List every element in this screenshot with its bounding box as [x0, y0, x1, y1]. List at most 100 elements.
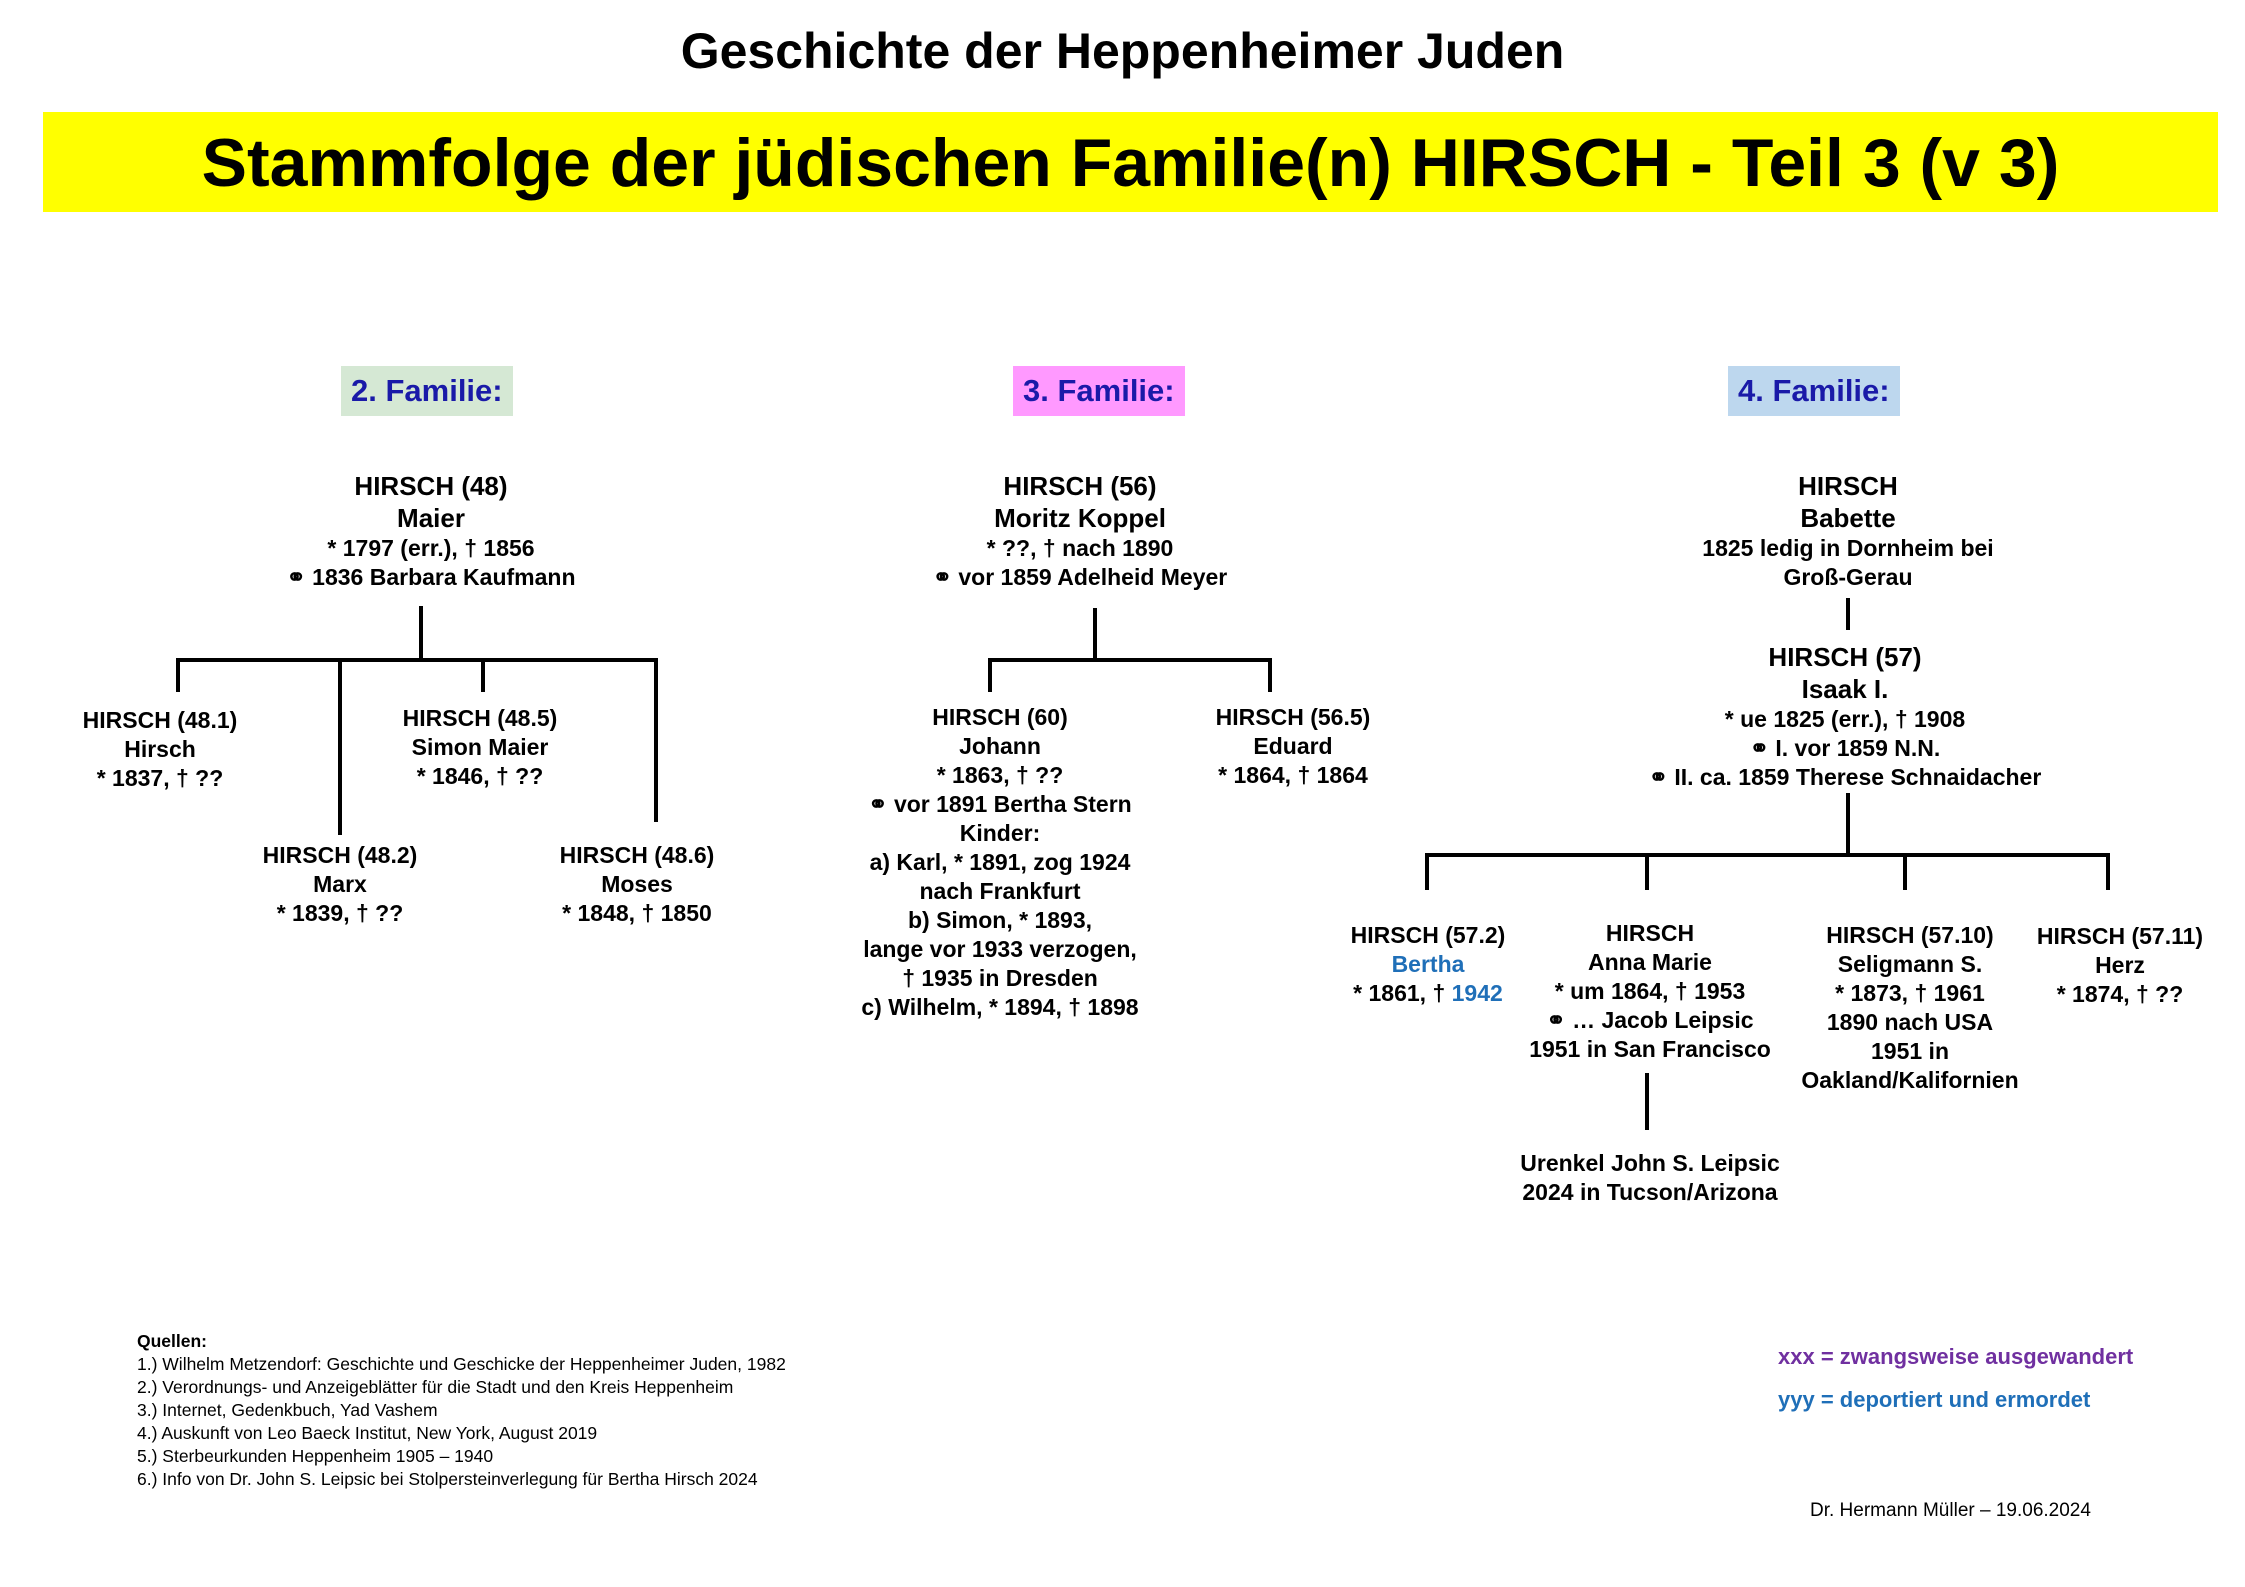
person-name: Simon Maier	[411, 734, 549, 760]
person-marriage: ⚭ II. ca. 1859 Therese Schnaidacher	[1648, 764, 2042, 790]
source-item: 4.) Auskunft von Leo Baeck Institut, New…	[137, 1423, 598, 1443]
family-label-4: 4. Familie:	[1728, 366, 1900, 416]
person-marriage: ⚭ 1836 Barbara Kaufmann	[286, 564, 576, 590]
person-dates: * ??, † nach 1890	[986, 535, 1174, 561]
person-header: HIRSCH (48.1)	[82, 707, 238, 733]
dates-prefix: * 1861, †	[1353, 980, 1452, 1006]
family-label-text: 2. Familie:	[351, 373, 503, 408]
person-node-48-1: HIRSCH (48.1) Hirsch * 1837, † ??	[40, 706, 280, 793]
family-label-3: 3. Familie:	[1013, 366, 1185, 416]
person-node-48-2: HIRSCH (48.2) Marx * 1839, † ??	[220, 841, 460, 928]
source-item: 2.) Verordnungs- und Anzeigeblätter für …	[137, 1377, 734, 1397]
person-dates: * 1797 (err.), † 1856	[327, 535, 535, 561]
child-entry: † 1935 in Dresden	[902, 965, 1098, 991]
source-item: 1.) Wilhelm Metzendorf: Geschichte und G…	[137, 1354, 786, 1374]
person-node-57-2: HIRSCH (57.2) Bertha * 1861, † 1942	[1318, 921, 1538, 1008]
person-dates: * 1861, † 1942	[1318, 979, 1538, 1008]
person-header: HIRSCH (60)	[932, 704, 1068, 730]
title-banner: Stammfolge der jüdischen Familie(n) HIRS…	[43, 112, 2218, 212]
source-item: 6.) Info von Dr. John S. Leipsic bei Sto…	[137, 1469, 758, 1489]
person-node-56: HIRSCH (56) Moritz Koppel * ??, † nach 1…	[880, 470, 1280, 592]
source-item: 5.) Sterbeurkunden Heppenheim 1905 – 194…	[137, 1446, 494, 1466]
person-note: 1951 in	[1871, 1038, 1949, 1064]
person-name: Johann	[959, 733, 1041, 759]
person-marriage: ⚭ I. vor 1859 N.N.	[1749, 735, 1941, 761]
person-dates: * ue 1825 (err.), † 1908	[1724, 706, 1966, 732]
person-header: HIRSCH (48.2)	[262, 842, 418, 868]
person-marriage: ⚭ … Jacob Leipsic	[1546, 1007, 1754, 1033]
person-node-56-5: HIRSCH (56.5) Eduard * 1864, † 1864	[1173, 703, 1413, 790]
child-entry: nach Frankfurt	[919, 878, 1081, 904]
person-name: Herz	[2095, 952, 2145, 978]
legend-deported: yyy = deportiert und ermordet	[1778, 1387, 2091, 1412]
person-header: HIRSCH (56.5)	[1215, 704, 1371, 730]
person-header: HIRSCH (57.10)	[1826, 922, 1994, 948]
person-dates: * 1846, † ??	[416, 763, 544, 789]
author-credit: Dr. Hermann Müller – 19.06.2024	[1810, 1500, 2091, 1521]
person-marriage: ⚭ vor 1891 Bertha Stern	[868, 791, 1132, 817]
person-note: 1951 in San Francisco	[1529, 1036, 1771, 1062]
person-name: Moritz Koppel	[994, 503, 1166, 533]
person-name: Hirsch	[124, 736, 196, 762]
person-header: HIRSCH	[1605, 920, 1695, 946]
children-heading: Kinder:	[959, 820, 1041, 846]
person-name: Bertha	[1391, 951, 1465, 977]
legend-emigrated: xxx = zwangsweise ausgewandert	[1778, 1344, 2134, 1369]
person-node-48: HIRSCH (48) Maier * 1797 (err.), † 1856 …	[221, 470, 641, 592]
person-node-48-5: HIRSCH (48.5) Simon Maier * 1846, † ??	[360, 704, 600, 791]
person-name: Babette	[1800, 503, 1896, 533]
person-node-60: HIRSCH (60) Johann * 1863, † ?? ⚭ vor 18…	[820, 703, 1180, 1022]
person-dates: * 1863, † ??	[936, 762, 1064, 788]
person-node-57: HIRSCH (57) Isaak I. * ue 1825 (err.), †…	[1605, 641, 2085, 792]
sources-list: Quellen: 1.) Wilhelm Metzendorf: Geschic…	[137, 1330, 786, 1491]
person-dates: * 1837, † ??	[96, 765, 224, 791]
child-entry: c) Wilhelm, * 1894, † 1898	[861, 994, 1139, 1020]
child-entry: b) Simon, * 1893,	[907, 907, 1093, 933]
person-node-57-11: HIRSCH (57.11) Herz * 1874, † ??	[2010, 922, 2230, 1009]
person-header: HIRSCH (57)	[1768, 642, 1922, 672]
person-name: Moses	[601, 871, 673, 897]
person-header: HIRSCH (48.5)	[402, 705, 558, 731]
person-name: Isaak I.	[1801, 674, 1889, 704]
person-dates: * 1839, † ??	[276, 900, 404, 926]
person-note: Urenkel John S. Leipsic	[1520, 1150, 1780, 1176]
person-header: HIRSCH	[1798, 471, 1898, 501]
source-item: 3.) Internet, Gedenkbuch, Yad Vashem	[137, 1400, 438, 1420]
person-dates: * um 1864, † 1953	[1554, 978, 1746, 1004]
sources-heading: Quellen:	[137, 1331, 208, 1351]
child-entry: lange vor 1933 verzogen,	[863, 936, 1137, 962]
person-note: 1890 nach USA	[1826, 1009, 1994, 1035]
person-note: 2024 in Tucson/Arizona	[1522, 1179, 1778, 1205]
person-node-great-grandson: Urenkel John S. Leipsic 2024 in Tucson/A…	[1480, 1149, 1820, 1207]
person-header: HIRSCH (57.2)	[1350, 922, 1506, 948]
person-note: 1825 ledig in Dornheim bei	[1702, 535, 1994, 561]
family-label-2: 2. Familie:	[341, 366, 513, 416]
person-dates: * 1873, † 1961	[1835, 980, 1985, 1006]
person-node-anna-marie: HIRSCH Anna Marie * um 1864, † 1953 ⚭ … …	[1500, 919, 1800, 1064]
person-node-48-6: HIRSCH (48.6) Moses * 1848, † 1850	[517, 841, 757, 928]
person-header: HIRSCH (56)	[1003, 471, 1157, 501]
person-note: Groß-Gerau	[1783, 564, 1913, 590]
person-dates: * 1848, † 1850	[562, 900, 712, 926]
page-title: Stammfolge der jüdischen Familie(n) HIRS…	[201, 125, 2060, 201]
person-header: HIRSCH (57.11)	[2036, 923, 2204, 949]
death-year: 1942	[1451, 980, 1503, 1006]
child-entry: a) Karl, * 1891, zog 1924	[869, 849, 1131, 875]
person-header: HIRSCH (48)	[354, 471, 508, 501]
family-label-text: 3. Familie:	[1023, 373, 1175, 408]
person-name: Seligmann S.	[1837, 951, 1983, 977]
person-node-babette: HIRSCH Babette 1825 ledig in Dornheim be…	[1648, 470, 2048, 592]
person-name: Marx	[313, 871, 367, 897]
person-name: Maier	[397, 503, 465, 533]
person-header: HIRSCH (48.6)	[559, 842, 715, 868]
person-dates: * 1864, † 1864	[1218, 762, 1368, 788]
family-label-text: 4. Familie:	[1738, 373, 1890, 408]
person-name: Eduard	[1253, 733, 1333, 759]
person-note: Oakland/Kalifornien	[1801, 1067, 2019, 1093]
person-name: Anna Marie	[1588, 949, 1712, 975]
person-node-57-10: HIRSCH (57.10) Seligmann S. * 1873, † 19…	[1780, 921, 2040, 1095]
site-title: Geschichte der Heppenheimer Juden	[680, 23, 1565, 79]
person-dates: * 1874, † ??	[2056, 981, 2184, 1007]
person-marriage: ⚭ vor 1859 Adelheid Meyer	[932, 564, 1228, 590]
